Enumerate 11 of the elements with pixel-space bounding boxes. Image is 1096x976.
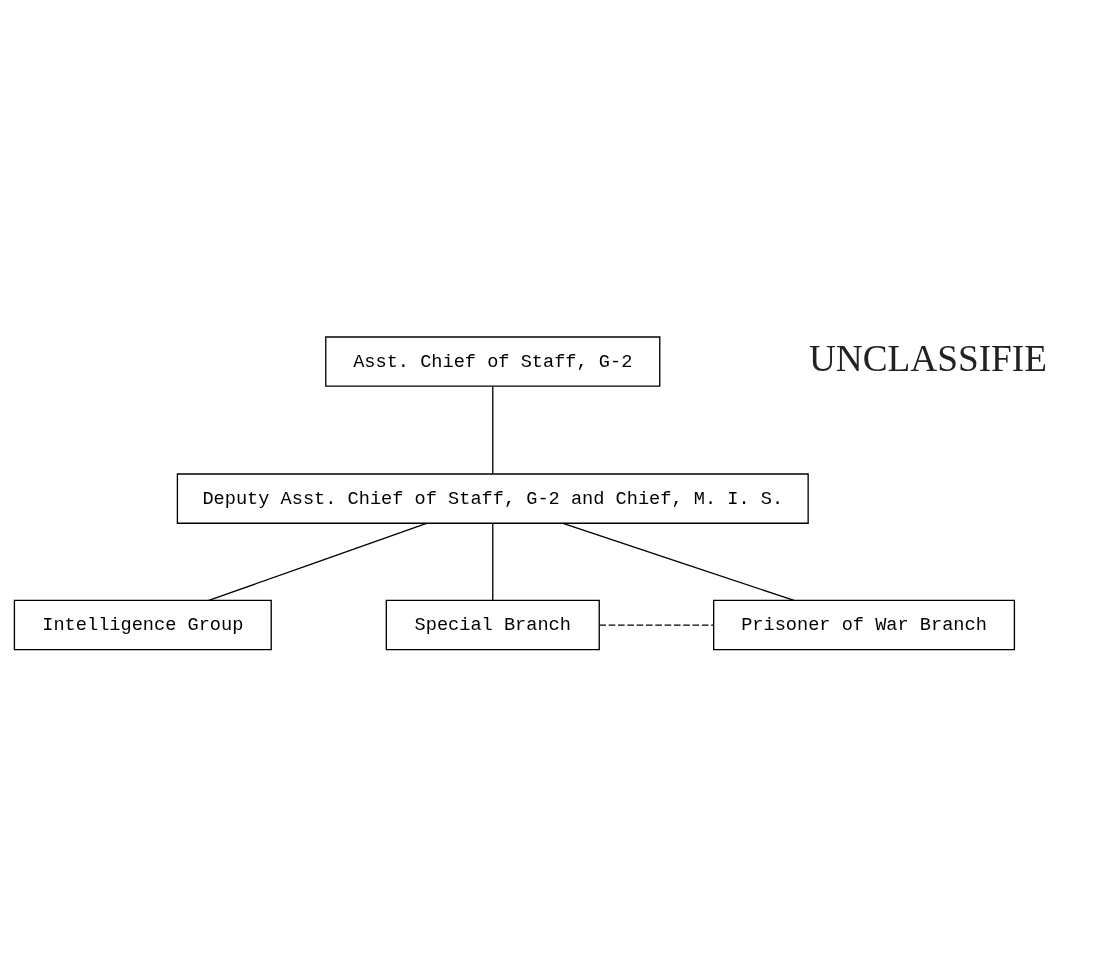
node-box: Special Branch [385,599,600,651]
node-box: Intelligence Group [13,599,272,651]
connector [208,522,428,602]
connector [492,385,494,475]
connector [598,624,715,626]
connector [562,522,795,602]
node-box: Deputy Asst. Chief of Staff, G-2 and Chief, M. I. S. [176,473,809,524]
label: UNCLASSIFIE [808,337,1047,379]
node-box: Prisoner of War Branch [713,599,1016,651]
node-box: Asst. Chief of Staff, G-2 [325,336,661,387]
connector [492,523,494,602]
